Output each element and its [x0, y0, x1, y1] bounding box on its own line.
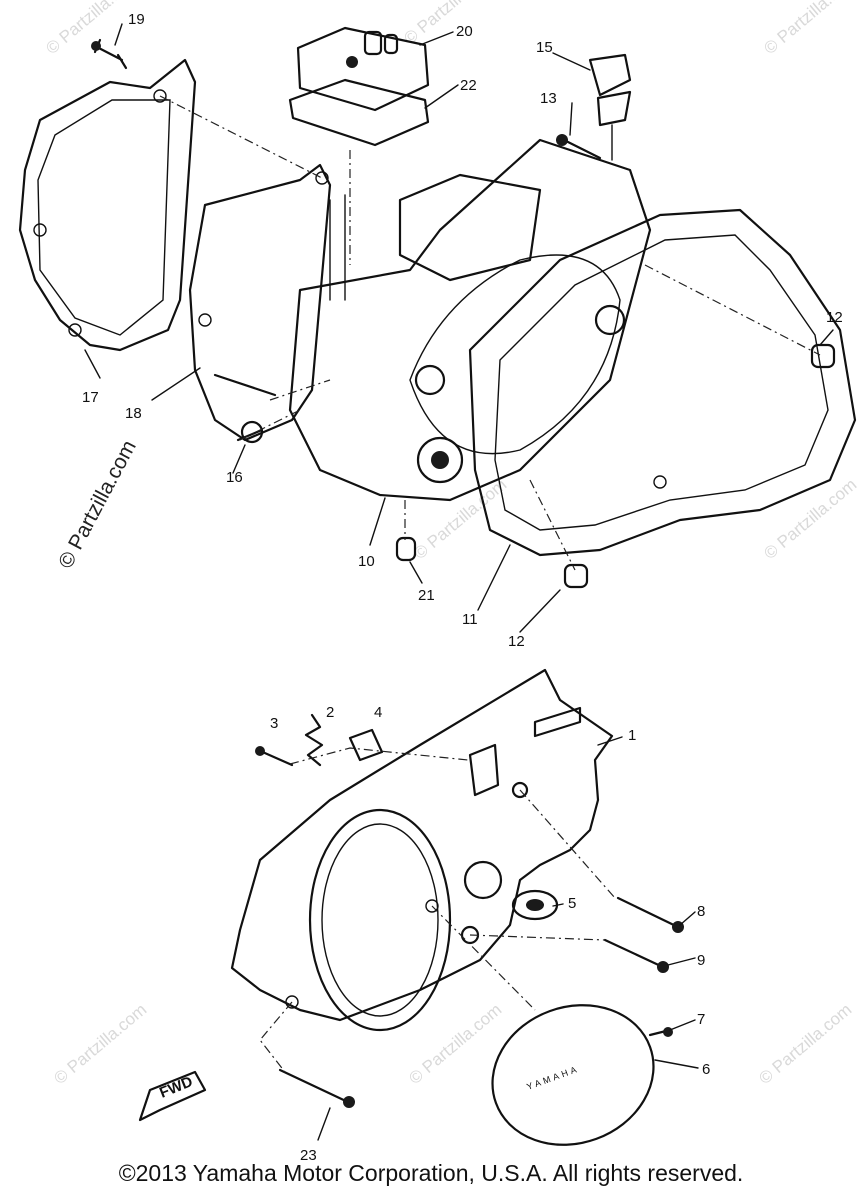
fwd-arrow: FWD: [138, 1070, 207, 1122]
part-22-gasket: [288, 78, 430, 147]
callout-2: 2: [326, 704, 334, 721]
part-6-cover: YAMAHA: [491, 1004, 655, 1146]
part-4-collar: [348, 728, 384, 762]
cover-logo: YAMAHA: [525, 1064, 580, 1092]
watermark: © Partzilla.com: [410, 475, 510, 563]
leader-lines: [84, 23, 834, 1141]
callout-7: 7: [697, 1011, 705, 1028]
callout-23: 23: [300, 1147, 317, 1164]
callout-4: 4: [374, 704, 382, 721]
callout-22: 22: [460, 77, 477, 94]
callout-6: 6: [702, 1061, 710, 1078]
part-15-plug: [588, 53, 632, 161]
callout-11: 11: [462, 611, 478, 628]
watermark: © Partzilla.com: [405, 1000, 505, 1088]
part-5-plug: [511, 889, 559, 921]
part-2-spring: [304, 713, 324, 767]
part-17-cover: [18, 58, 197, 352]
part-18-gasket: [188, 163, 332, 442]
lower-reference-lines: [259, 747, 616, 1073]
watermark: © Partzilla.com: [400, 0, 500, 48]
copyright-notice: ©2013 Yamaha Motor Corporation, U.S.A. A…: [118, 1160, 744, 1186]
callout-16: 16: [226, 469, 243, 486]
callout-15: 15: [536, 39, 553, 56]
callout-3: 3: [270, 715, 278, 732]
part-7-screw: [648, 1027, 673, 1037]
callout-1: 1: [628, 727, 636, 744]
watermark-prominent: © Partzilla.com: [54, 437, 141, 573]
part-1-clutch-cover: [230, 668, 614, 1032]
watermark: © Partzilla.com: [50, 1000, 150, 1088]
part-13-bolt: [556, 134, 602, 160]
callout-20: 20: [456, 23, 473, 40]
callout-18: 18: [125, 405, 142, 422]
callout-21: 21: [418, 587, 435, 604]
callout-12-bottom: 12: [508, 633, 525, 650]
part-3-bolt: [255, 746, 294, 767]
callout-19: 19: [128, 11, 145, 28]
part-11-gasket: [468, 208, 857, 557]
callout-8: 8: [697, 903, 705, 920]
part-9-bolt: [603, 938, 669, 973]
callout-9: 9: [697, 952, 705, 969]
part-23-bolt: [278, 1068, 355, 1108]
reference-lines: [159, 95, 821, 571]
callout-5: 5: [568, 895, 576, 912]
callout-13: 13: [540, 90, 557, 107]
part-12-dowel: [563, 343, 836, 589]
part-8-bolt: [616, 896, 684, 933]
callout-10: 10: [358, 553, 375, 570]
part-19-bolt: [91, 38, 128, 70]
callout-labels: 1 2 3 4 5 6 7 8 9 10 11 12 12 13 15 16 1…: [82, 11, 843, 1164]
part-20-cap: [296, 26, 430, 112]
callout-12-top: 12: [826, 309, 843, 326]
part-21-dowel: [395, 536, 417, 562]
watermark: © Partzilla.com: [755, 1000, 855, 1088]
part-10-crankcase-cover: [288, 138, 652, 502]
watermark: © Partzilla.com: [760, 0, 860, 58]
callout-17: 17: [82, 389, 99, 406]
